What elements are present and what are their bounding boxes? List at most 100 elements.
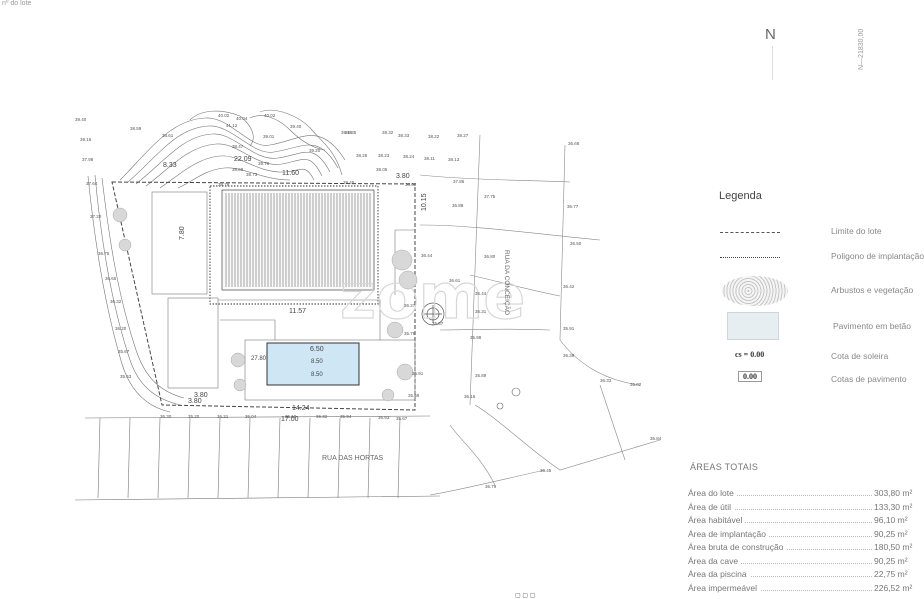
- elevation-point: 36.84: [650, 436, 662, 441]
- area-row: Área de implantação 90,25 m²: [688, 528, 908, 541]
- areas-title: ÁREAS TOTAIS: [690, 462, 759, 472]
- elevation-point: 38.33: [398, 133, 410, 138]
- street-label-east: RUA DA CONCEIÇÃO: [503, 250, 512, 315]
- area-name: Área da cave: [688, 555, 742, 566]
- legend-label: Arbustos e vegetação: [831, 285, 914, 295]
- area-name: Área impermeável: [688, 582, 760, 593]
- legend-label: Poligono de implantação: [831, 251, 924, 261]
- elevation-point: 37.98: [82, 157, 94, 162]
- elevation-point: 37.20: [90, 214, 102, 219]
- elevation-point: 38.24: [403, 154, 415, 159]
- elevation-point: 39.16: [80, 137, 92, 142]
- area-row: Área habitável 96,10 m²: [688, 515, 908, 527]
- elevation-point: 36.79: [485, 484, 497, 489]
- elevation-point: 36.27: [404, 303, 416, 308]
- elevation-point: 38.62: [405, 182, 417, 187]
- elevation-point: 36.02: [630, 382, 642, 387]
- sheet-reference: N—21830,00: [858, 28, 865, 70]
- area-row: Área de útil 133,30 m²: [688, 501, 913, 514]
- dotted-line-symbol: [720, 257, 780, 258]
- street-label-south: RUA DAS HORTAS: [322, 455, 384, 462]
- pool-label: 27.80: [251, 356, 267, 362]
- area-name: Área de útil: [688, 501, 734, 512]
- elevation-point: 35.93: [378, 415, 390, 420]
- leader-dots: [688, 576, 900, 577]
- swimming-pool: [266, 342, 360, 386]
- area-name: Área habitável: [688, 515, 746, 525]
- elevation-point: 38.22: [428, 134, 440, 139]
- dimension-label: 6.50: [310, 346, 324, 353]
- legend-item-cota-pavimento: 0.00 Cotas de pavimento: [720, 371, 907, 391]
- elevation-point: 36.16: [464, 394, 476, 399]
- area-value: 133,30 m²: [872, 501, 913, 512]
- elevation-point: 35.98: [470, 335, 482, 340]
- area-row: Área bruta de construção 180,50 m²: [688, 542, 913, 554]
- elevation-point: 38.79: [218, 182, 230, 187]
- watermark-text: zome: [340, 260, 525, 333]
- dimension-label: 14.24: [292, 405, 310, 412]
- area-value: 90,25 m²: [872, 528, 908, 539]
- leader-dots: [688, 522, 900, 523]
- elevation-point: 36.44: [475, 291, 487, 296]
- elevation-point: 36.31: [475, 309, 487, 314]
- legend-label: Pavimento em betão: [833, 321, 911, 331]
- elevation-point: 38.32: [382, 130, 394, 135]
- pool-label: 8.50: [311, 359, 323, 365]
- elevation-point: 36.80: [484, 254, 496, 259]
- elevation-point: 36.65: [105, 276, 117, 281]
- elevation-point: 38.61: [162, 133, 174, 138]
- area-row: Área da cave 90,25 m²: [688, 555, 908, 568]
- elevation-point: 38.27: [457, 133, 469, 138]
- elevation-point: 39.40: [290, 124, 302, 129]
- elevation-point: 35.10: [285, 414, 297, 419]
- leader-dots: [688, 549, 900, 550]
- elevation-point: 36.32: [110, 299, 122, 304]
- elevation-point: 40.02: [218, 113, 230, 118]
- elevation-point: 36.33: [600, 378, 612, 383]
- shrubs: [112, 207, 418, 402]
- elevation-point: 38.13: [448, 157, 460, 162]
- legend-label: Cotas de pavimento: [831, 374, 907, 384]
- area-value: 96,10 m²: [872, 515, 908, 525]
- elevation-point: 39.16: [341, 130, 353, 135]
- elevation-point: 39.40: [75, 117, 87, 122]
- elevation-point: 35.87: [432, 321, 444, 326]
- area-name: Área da piscina: [688, 569, 750, 579]
- legend-label: Limite do lote: [831, 226, 882, 236]
- area-row: Área da piscina 22,75 m²: [688, 569, 908, 581]
- elevation-point: 35.91: [563, 326, 575, 331]
- north-arrow-line: [772, 46, 773, 80]
- leader-dots: [688, 495, 900, 496]
- dashed-line-symbol: [720, 232, 780, 233]
- elevation-point: 36.42: [563, 284, 575, 289]
- pavement-fill-symbol: [727, 312, 779, 340]
- elevation-point: 38.25: [356, 153, 368, 158]
- tree-symbol: [421, 302, 445, 326]
- elevation-point: 36.88: [452, 203, 464, 208]
- dimension-label: 3.80: [396, 173, 410, 180]
- elevation-point: 35.67: [118, 349, 130, 354]
- elevation-point: 38.59: [130, 126, 142, 131]
- boxed-text-symbol: 0.00: [738, 371, 762, 382]
- elevation-point: 36.75: [98, 251, 110, 256]
- elevation-point: 40.04: [236, 116, 248, 121]
- survey-markers: [496, 387, 521, 410]
- elevation-point: 36.04: [245, 414, 257, 419]
- elevation-point: 37.86: [453, 179, 465, 184]
- dimension-label: 11.57: [289, 308, 306, 315]
- area-name: Área de implantação: [688, 528, 769, 539]
- elevation-point: 37.75: [484, 194, 496, 199]
- elevation-points: 39.4039.1637.9837.6437.2036.7536.6536.32…: [75, 113, 662, 489]
- elevation-point: 38.73: [246, 172, 258, 177]
- elevation-point: 35.69: [408, 393, 420, 398]
- area-row: Área do lote 303,80 m²: [688, 488, 913, 500]
- terrain-lines: [419, 134, 661, 496]
- elevation-point: 36.32: [316, 414, 328, 419]
- dimension-label: 17.00: [281, 416, 299, 423]
- elevation-point: 36.21: [217, 414, 229, 419]
- cs-text-symbol: cs = 0.00: [735, 350, 765, 359]
- elevation-point: 38.69: [232, 167, 244, 172]
- dimension-label: 7.80: [179, 226, 186, 240]
- footer-marks: ▢ ▢ ▢: [515, 593, 536, 599]
- leader-dots: [688, 535, 900, 537]
